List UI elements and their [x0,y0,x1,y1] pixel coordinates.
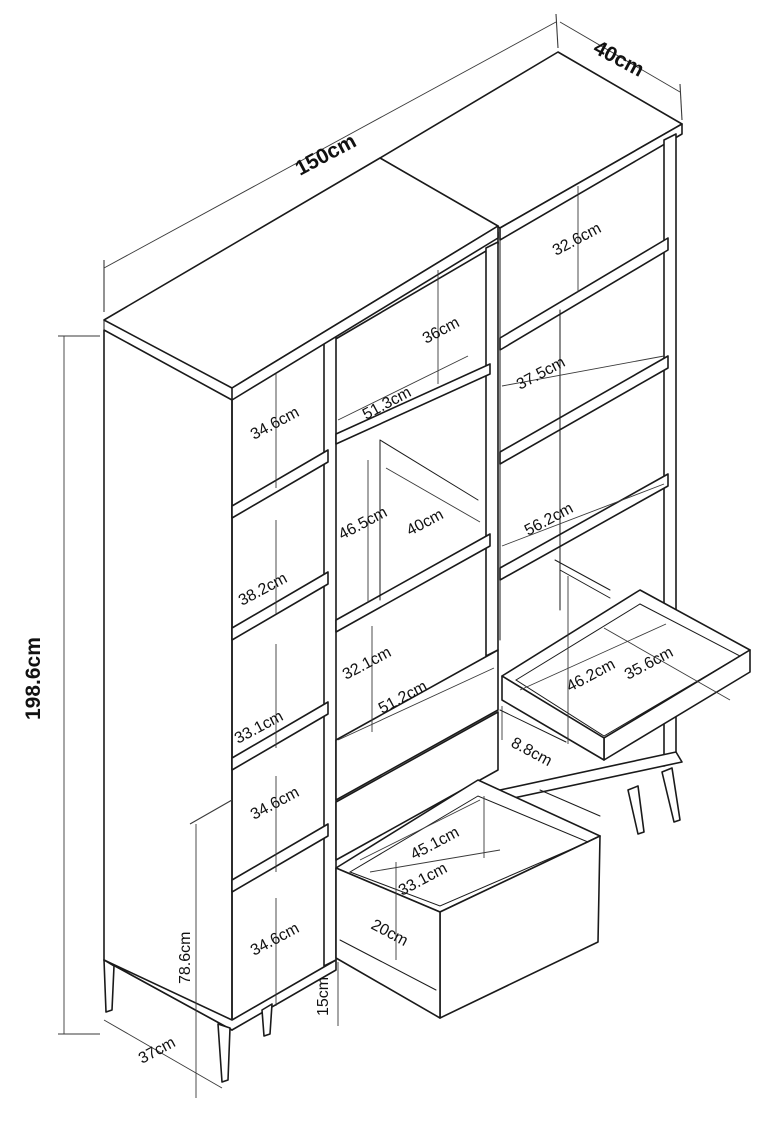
left-shelf-1 [231,449,329,519]
leg-section-height-label: 78.6cm [177,932,194,984]
right-shelf-3 [499,473,669,581]
left-front-leg [217,1023,231,1083]
middle-cabinet-side [485,241,499,657]
left-shelf-4 [231,823,329,893]
middle-shelf-height-label: 46.5cm [336,504,390,544]
top-middle-height-label: 36cm [420,314,463,347]
open-drawer-bottom-side [335,867,441,1019]
right-leg-2 [627,785,645,835]
left-shelf-5-label: 34.6cm [248,920,302,960]
height-label: 198.6cm [22,637,45,720]
left-shelf-1-label: 34.6cm [248,404,302,444]
open-drawer-bottom [335,779,601,1019]
right-shelf-1 [499,237,669,351]
right-cabinet-top-edge [499,123,683,241]
middle-drawer-front-1 [335,649,499,801]
left-cabinet-base [103,959,337,1031]
middle-shelf-2 [335,533,491,633]
middle-drawer-front-2 [335,711,499,861]
top-right-shelf-label: 32.6cm [550,220,604,260]
right-leg [661,767,681,823]
left-mid-leg [261,1003,273,1037]
leg-height-label: 15cm [315,977,332,1016]
side-depth-label: 37cm [136,1034,179,1067]
left-shelf-2 [231,571,329,641]
middle-lower-height-label: 32.1cm [340,644,394,684]
open-drawer-height-label: 8.8cm [508,735,554,770]
open-drawer-right [499,589,751,761]
left-shelf-4-label: 34.6cm [248,784,302,824]
dimension-lines [58,13,731,1098]
middle-cabinet-divider [323,327,337,967]
left-shelf-3 [231,701,329,771]
left-cabinet-side [103,329,233,1031]
open-drawer-right-side [501,675,605,761]
middle-shelf-1 [335,363,491,445]
middle-depth-label: 40cm [404,506,447,539]
width-label: 150cm [292,129,361,180]
right-shelf-2 [499,355,669,465]
left-cabinet [103,157,499,1083]
left-cabinet-top-edge [231,225,499,401]
left-back-leg [103,959,115,1013]
